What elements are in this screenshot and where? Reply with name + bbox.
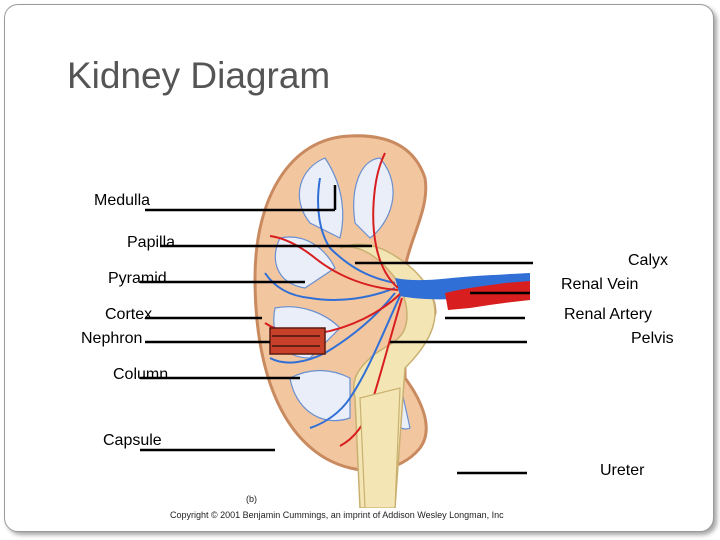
label-calyx: Calyx — [628, 252, 669, 269]
label-cortex: Cortex — [105, 306, 153, 323]
kidney-illustration — [253, 134, 530, 508]
label-nephron: Nephron — [81, 330, 143, 347]
label-pyramid: Pyramid — [108, 270, 167, 287]
copyright-text: Copyright © 2001 Benjamin Cummings, an i… — [170, 510, 504, 520]
label-renal-artery: Renal Artery — [564, 306, 653, 323]
label-column: Column — [113, 366, 169, 383]
label-pelvis: Pelvis — [631, 330, 674, 347]
label-ureter: Ureter — [600, 462, 645, 479]
label-capsule: Capsule — [103, 432, 162, 449]
label-medulla: Medulla — [94, 192, 151, 209]
figure-tag: (b) — [246, 494, 257, 504]
label-renal-vein: Renal Vein — [561, 276, 639, 293]
ureter — [359, 387, 401, 508]
label-papilla: Papilla — [127, 234, 176, 251]
renal-artery — [445, 281, 530, 310]
slide-title: Kidney Diagram — [67, 55, 331, 96]
